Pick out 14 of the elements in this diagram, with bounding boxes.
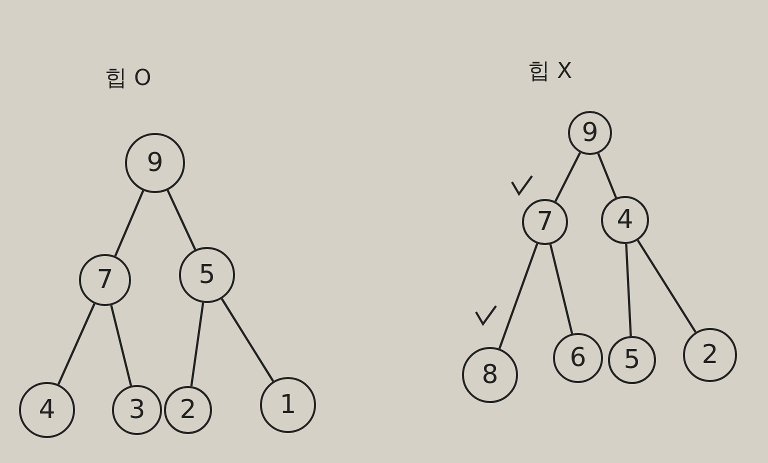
tree-edge (166, 190, 196, 250)
tree-edge (636, 240, 697, 333)
heading-label: 힙 O (105, 65, 152, 93)
tree-edge (498, 243, 538, 350)
tree-edge (220, 298, 274, 382)
tree-edge (597, 153, 618, 198)
tree-edge (549, 244, 574, 334)
tree-edge (190, 302, 204, 386)
heading-label: 힙 X (528, 58, 572, 86)
tree-edge (625, 244, 632, 336)
tree-edge (110, 304, 132, 386)
tree-edge (554, 152, 582, 202)
tree-edge (114, 190, 144, 257)
tree-edge (57, 303, 96, 385)
